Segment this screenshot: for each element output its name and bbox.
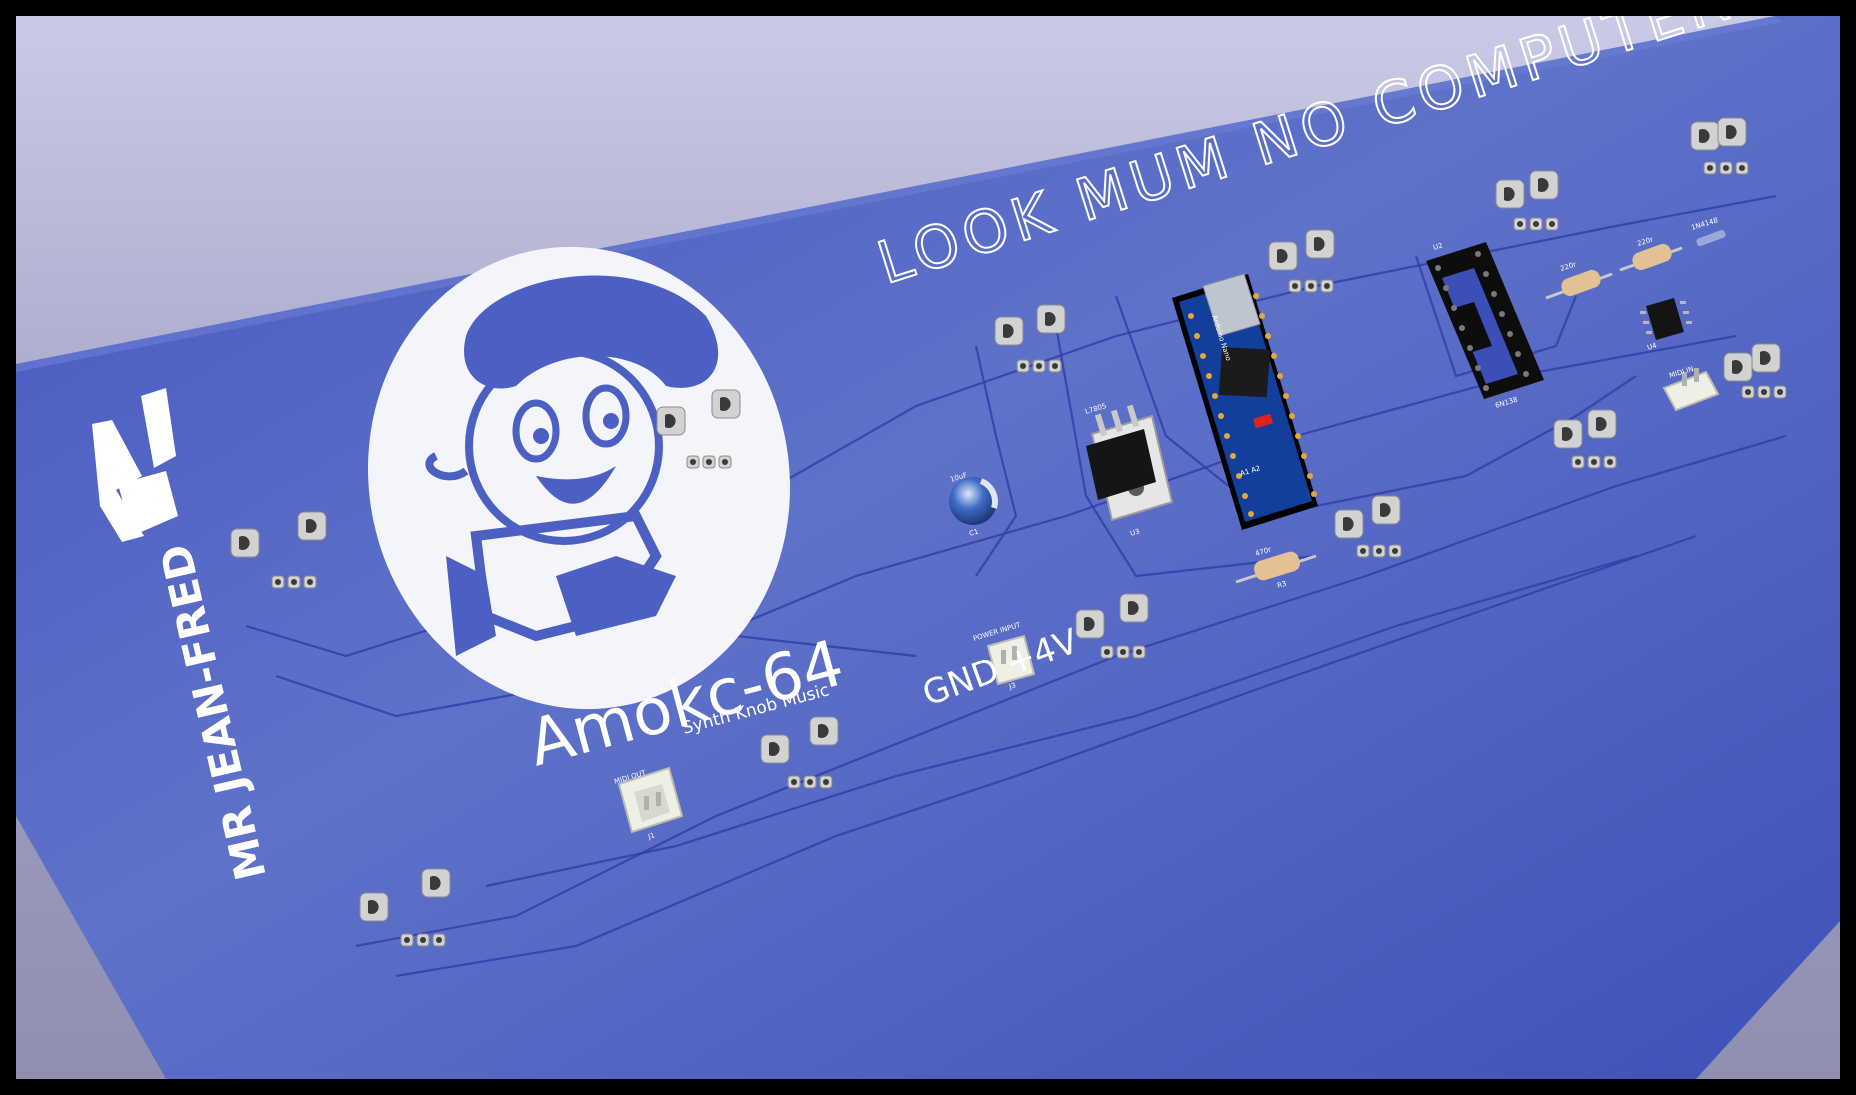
- resistor-r3: [1235, 551, 1317, 584]
- diode-d1: [1696, 229, 1726, 247]
- resistor-r2: [1619, 243, 1683, 272]
- u3-ref: U3: [1129, 527, 1140, 537]
- r3-ref: R3: [1276, 580, 1287, 590]
- midi-in-connector: [1662, 368, 1720, 412]
- ic-socket-u2: [1426, 242, 1544, 399]
- pcb-board: [16, 16, 1840, 1079]
- power-connector-ref: J3: [1007, 681, 1017, 691]
- u2-ref: U2: [1432, 241, 1443, 251]
- 3d-viewer-canvas[interactable]: MR JEAN-FRED Amokc-64 Synth Knob Music L…: [16, 16, 1840, 1079]
- cartoon-character-image: [425, 275, 719, 656]
- c1-ref: C1: [968, 528, 979, 538]
- midi-out-ref: J1: [646, 831, 656, 841]
- arduino-nano-module: [1172, 273, 1318, 530]
- brand-logo-circle: [368, 246, 790, 710]
- resistor-r1: [1545, 269, 1613, 300]
- power-input-connector: [986, 634, 1036, 686]
- capacitor-c1: [949, 477, 998, 525]
- ic-u4: [1640, 298, 1692, 340]
- u4-ref: U4: [1646, 341, 1658, 352]
- pcb-render: MR JEAN-FRED Amokc-64 Synth Knob Music L…: [16, 16, 1840, 1079]
- midi-out-connector: [617, 766, 684, 834]
- side-logo-graphic: [92, 388, 178, 542]
- voltage-regulator-u3: [1086, 404, 1174, 522]
